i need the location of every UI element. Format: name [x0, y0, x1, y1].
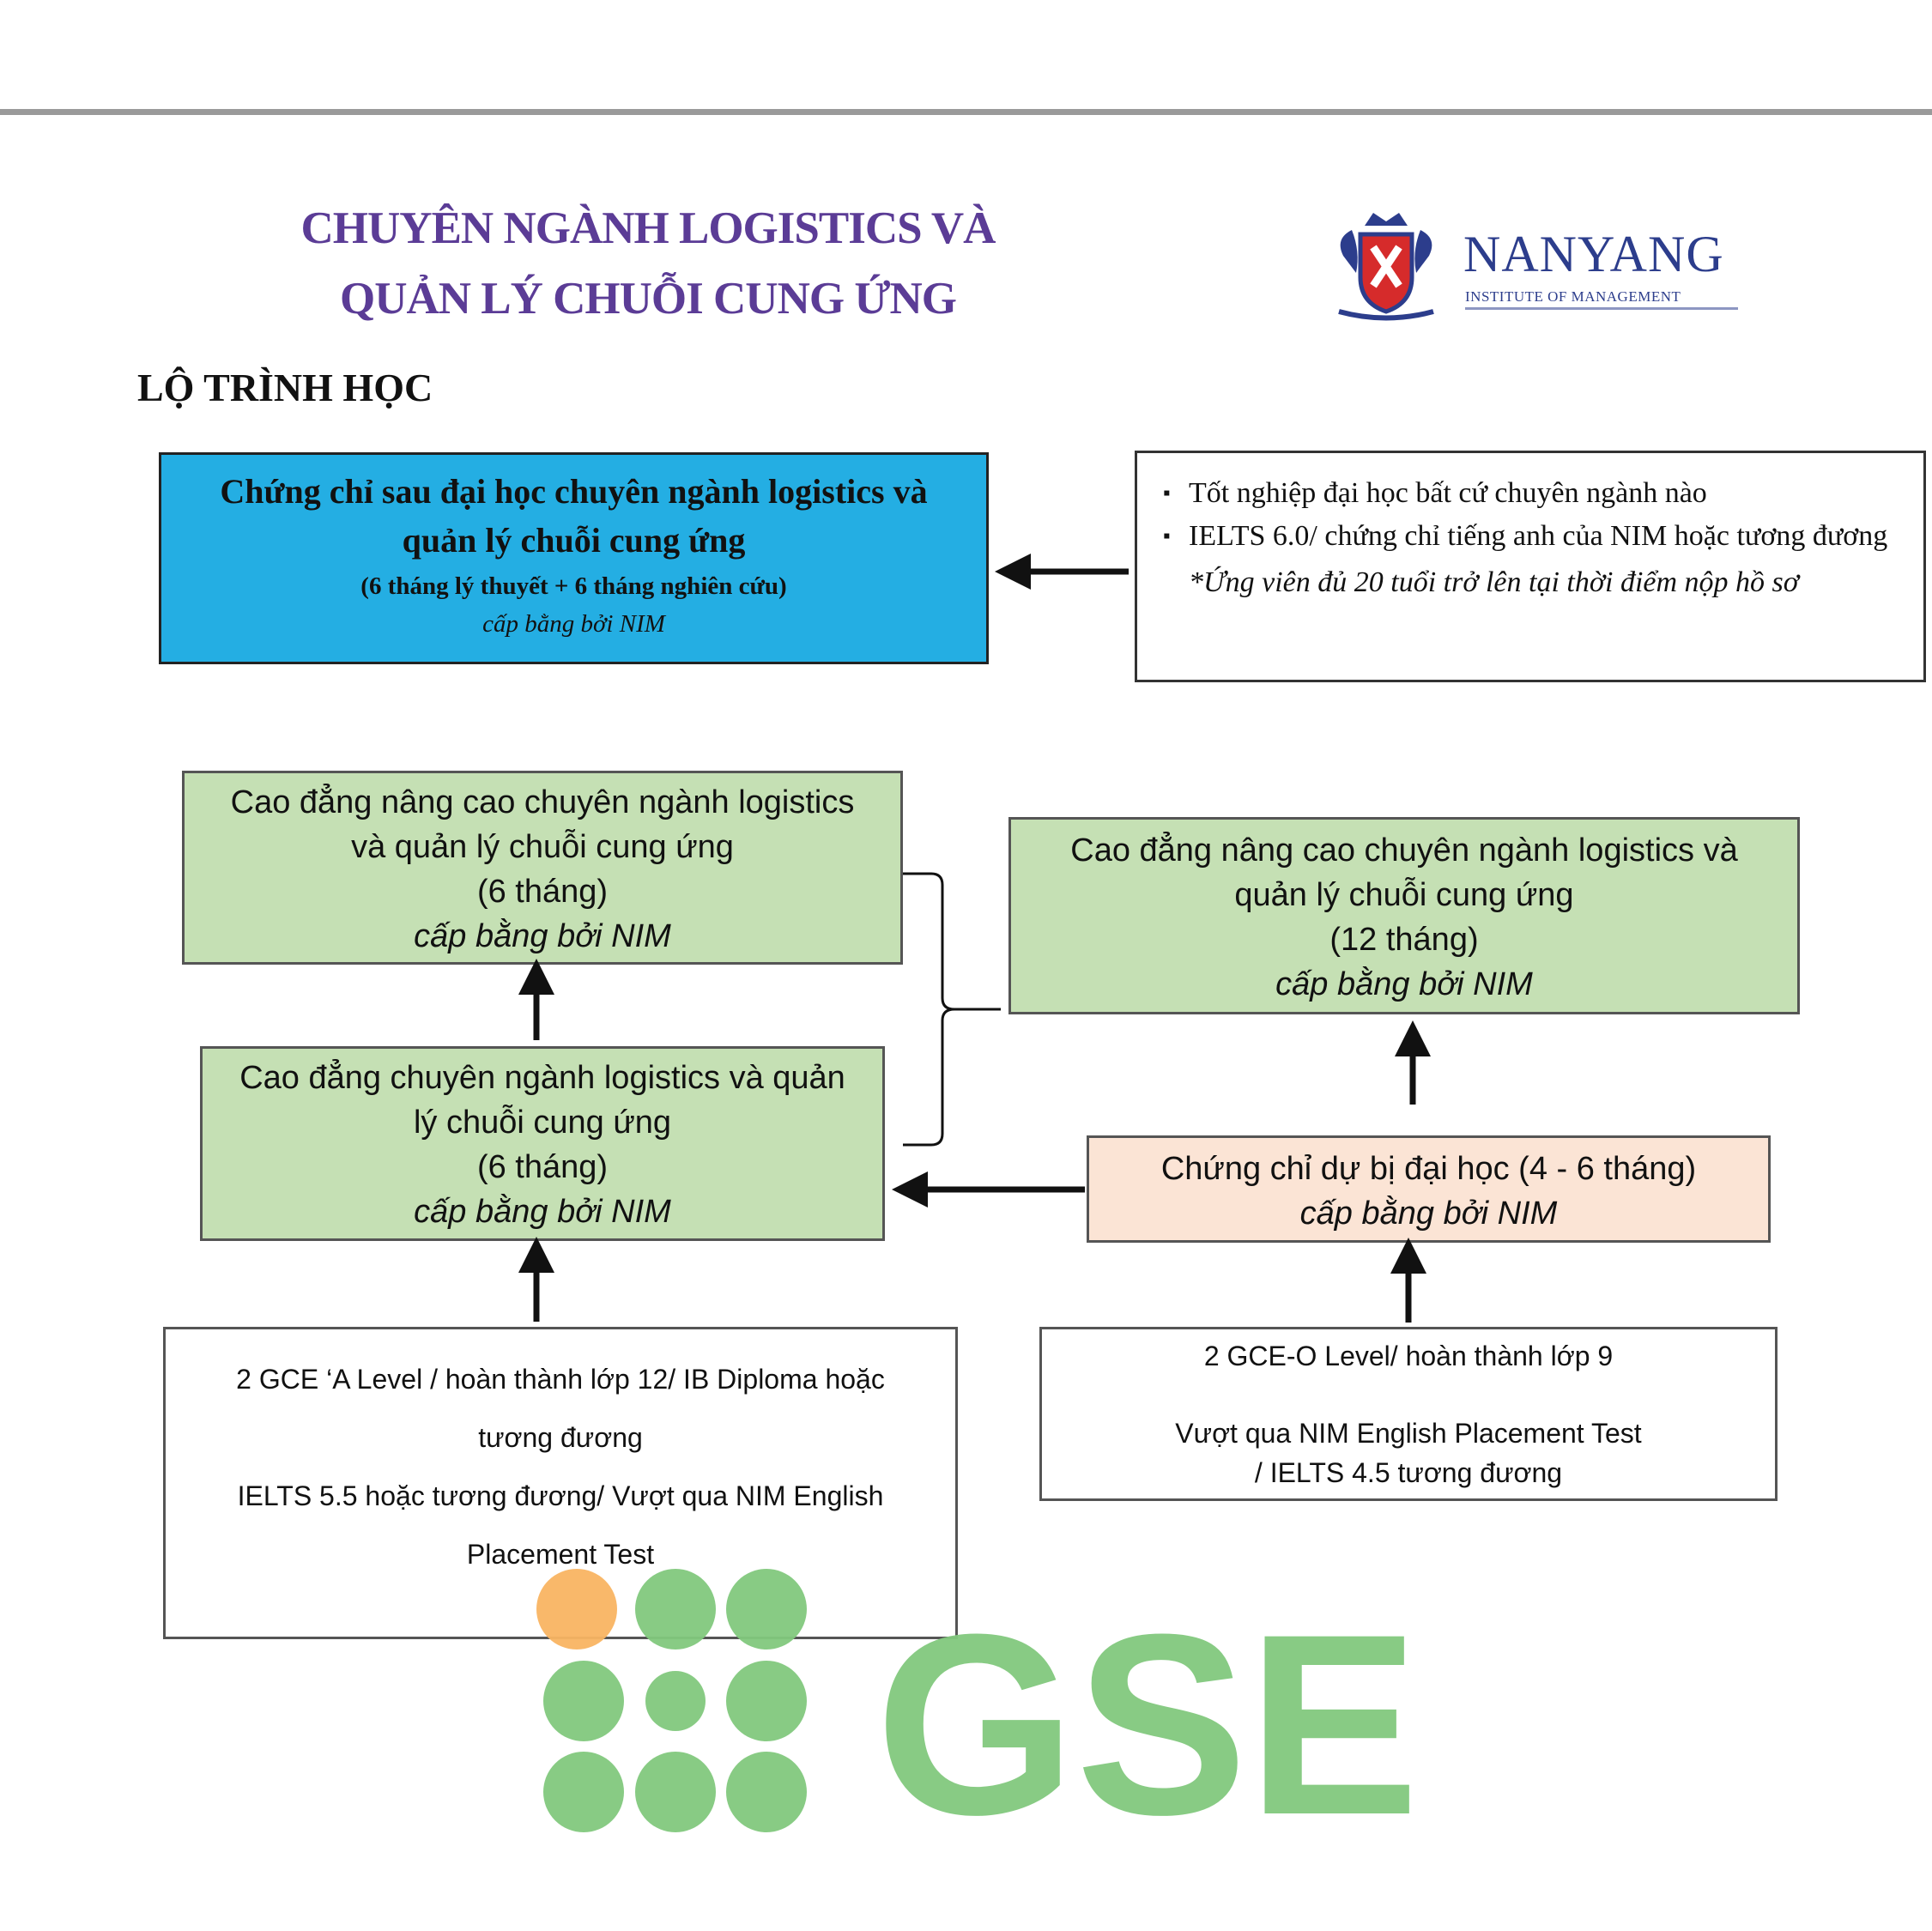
title-line-1: CHUYÊN NGÀNH LOGISTICS VÀ [300, 203, 996, 253]
box-issuer: cấp bằng bởi NIM [1299, 1196, 1558, 1232]
box-issuer: cấp bằng bởi NIM [414, 1194, 671, 1230]
postgrad-title: Chứng chỉ sau đại học chuyên ngành logis… [220, 472, 928, 560]
box-line: / IELTS 4.5 tương đương [1254, 1457, 1563, 1488]
logo-name: NANYANG [1463, 226, 1724, 282]
box-line: Cao đẳng chuyên ngành logistics và quản [239, 1060, 845, 1096]
requirement-item: IELTS 6.0/ chứng chỉ tiếng anh của NIM h… [1163, 515, 1906, 558]
box-line: (6 tháng) [476, 874, 609, 910]
postgrad-certificate-box: Chứng chỉ sau đại học chuyên ngành logis… [159, 452, 989, 664]
box-line: Cao đẳng nâng cao chuyên ngành logistics [230, 784, 855, 820]
foundation-requirements-box: 2 GCE-O Level/ hoàn thành lớp 9 Vượt qua… [1039, 1327, 1778, 1501]
box-issuer: cấp bằng bởi NIM [414, 918, 671, 954]
title-line-2: QUẢN LÝ CHUỖI CUNG ỨNG [339, 274, 957, 324]
box-line: và quản lý chuỗi cung ứng [351, 829, 734, 865]
box-line: 2 GCE-O Level/ hoàn thành lớp 9 [1203, 1341, 1614, 1371]
requirement-item: Tốt nghiệp đại học bất cứ chuyên ngành n… [1163, 472, 1906, 515]
box-issuer: cấp bằng bởi NIM [1275, 966, 1533, 1002]
watermark-text: GSE [875, 1580, 1420, 1868]
box-line: Vượt qua NIM English Placement Test [1175, 1418, 1642, 1449]
postgrad-issuer: cấp bằng bởi NIM [482, 610, 665, 638]
box-line: 2 GCE ‘A Level / hoàn thành lớp 12/ IB D… [236, 1364, 885, 1395]
diploma-box: Cao đẳng chuyên ngành logistics và quản … [200, 1046, 885, 1241]
advanced-diploma-6-box: Cao đẳng nâng cao chuyên ngành logistics… [182, 771, 903, 965]
dots-icon [543, 1569, 807, 1832]
box-line: Placement Test [466, 1539, 655, 1570]
box-line: Chứng chỉ dự bị đại học (4 - 6 tháng) [1160, 1151, 1697, 1187]
logo-subtitle: INSTITUTE OF MANAGEMENT [1465, 288, 1738, 310]
age-note: *Ứng viên đủ 20 tuổi trở lên tại thời đi… [1189, 566, 1799, 598]
page-title: CHUYÊN NGÀNH LOGISTICS VÀ QUẢN LÝ CHUỖI … [197, 193, 1099, 334]
postgrad-requirements-box: Tốt nghiệp đại học bất cứ chuyên ngành n… [1135, 451, 1926, 682]
advanced-diploma-12-box: Cao đẳng nâng cao chuyên ngành logistics… [1008, 817, 1800, 1014]
box-line: IELTS 5.5 hoặc tương đương/ Vượt qua NIM… [237, 1480, 884, 1511]
box-line: (12 tháng) [1329, 922, 1479, 958]
box-line: Cao đẳng nâng cao chuyên ngành logistics… [1070, 832, 1738, 869]
nanyang-logo: NANYANG INSTITUTE OF MANAGEMENT [1326, 204, 1738, 324]
crest-icon [1338, 213, 1434, 321]
foundation-certificate-box: Chứng chỉ dự bị đại học (4 - 6 tháng) cấ… [1087, 1135, 1771, 1243]
bracket-connector [903, 872, 1001, 1147]
postgrad-duration: (6 tháng lý thuyết + 6 tháng nghiên cứu) [360, 572, 787, 600]
orange-dot-icon [536, 1569, 617, 1650]
box-line: (6 tháng) [476, 1149, 609, 1185]
box-line: lý chuỗi cung ứng [413, 1105, 672, 1141]
box-line: tương đương [478, 1422, 643, 1453]
diploma-requirements-box: 2 GCE ‘A Level / hoàn thành lớp 12/ IB D… [163, 1327, 958, 1639]
box-line: quản lý chuỗi cung ứng [1234, 877, 1574, 913]
requirements-list: Tốt nghiệp đại học bất cứ chuyên ngành n… [1163, 472, 1906, 558]
top-rule [0, 109, 1932, 115]
section-heading: LỘ TRÌNH HỌC [137, 366, 433, 409]
